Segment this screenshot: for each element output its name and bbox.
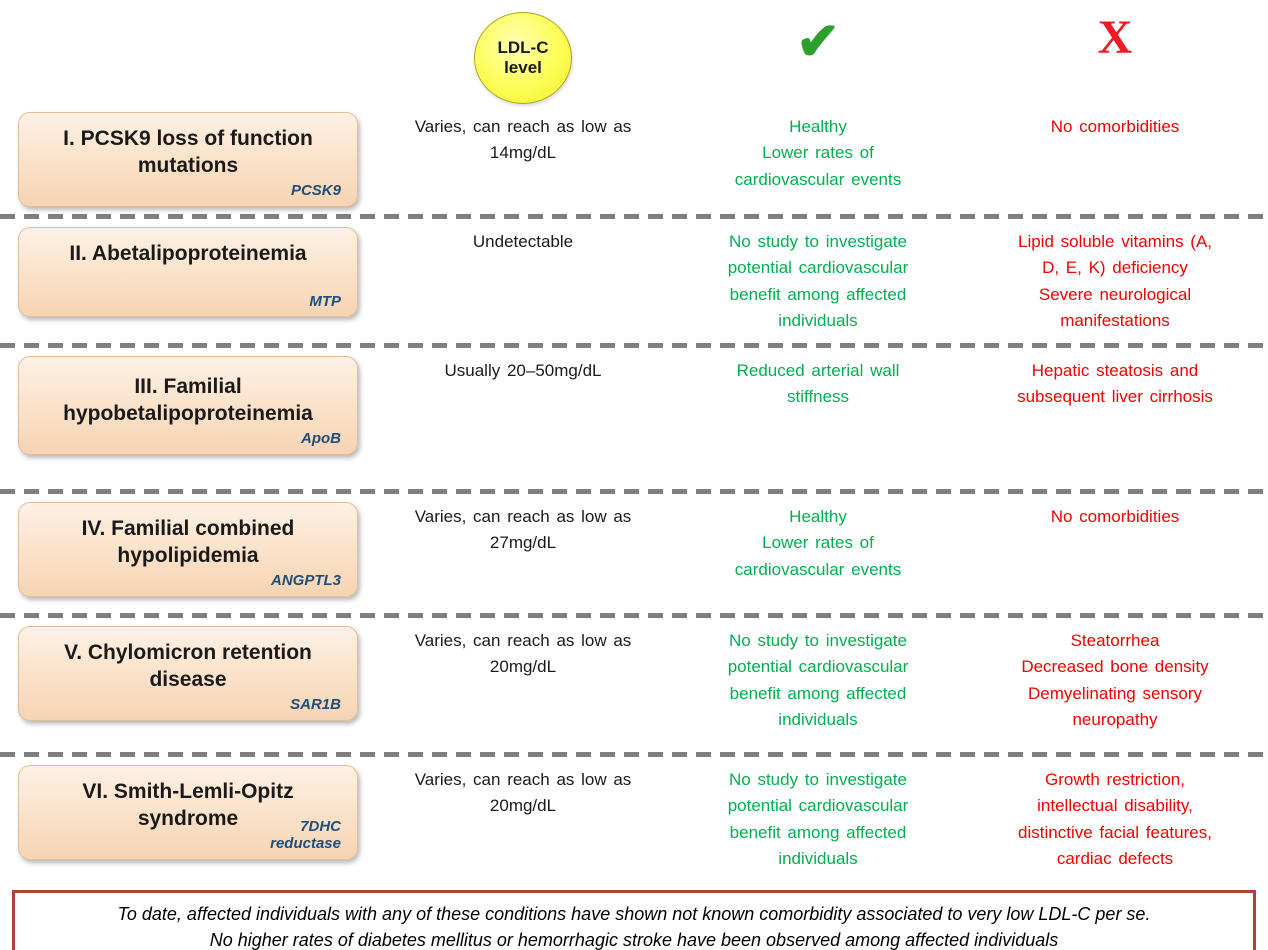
row-separator [0, 214, 1268, 219]
condition-title: V. Chylomicron retention disease [64, 641, 312, 692]
comorbidity-text: Growth restriction, intellectual disabil… [1018, 770, 1212, 869]
condition-box: II. Abetalipoproteinemia MTP [18, 227, 358, 317]
condition-box: VI. Smith-Lemli-Opitz syndrome 7DHC redu… [18, 765, 358, 860]
condition-box: I. PCSK9 loss of function mutations PCSK… [18, 112, 358, 207]
ldl-level-circle-label: LDL-C level [497, 37, 549, 77]
ldl-level-header-cell: LDL-C level [372, 0, 674, 104]
ldl-level-text: Varies, can reach as low as 20mg/dL [414, 631, 632, 677]
condition-row-6: VI. Smith-Lemli-Opitz syndrome 7DHC redu… [0, 757, 1268, 882]
gene-label: MTP [309, 292, 341, 310]
ldl-level-text: Undetectable [472, 232, 574, 251]
ldl-level-text: Varies, can reach as low as 20mg/dL [414, 770, 632, 816]
condition-box: IV. Familial combined hypolipidemia ANGP… [18, 502, 358, 597]
condition-box: III. Familial hypobetalipoproteinemia Ap… [18, 356, 358, 455]
comorbidity-text: Steatorrhea Decreased bone density Demye… [1021, 631, 1209, 730]
benefit-text: No study to investigate potential cardio… [727, 232, 909, 331]
condition-row-5: V. Chylomicron retention disease SAR1B V… [0, 618, 1268, 752]
header-row: LDL-C level ✔ X [0, 0, 1268, 104]
cross-icon: X [1097, 11, 1133, 64]
gene-label: ANGPTL3 [270, 572, 341, 590]
comorbidity-text: Lipid soluble vitamins (A, D, E, K) defi… [1017, 232, 1213, 331]
ldl-level-text: Usually 20–50mg/dL [444, 361, 602, 380]
ldl-level-circle: LDL-C level [474, 12, 572, 104]
benefit-text: Reduced arterial wall stiffness [736, 361, 900, 407]
ldl-level-text: Varies, can reach as low as 14mg/dL [414, 117, 632, 163]
row-separator [0, 489, 1268, 494]
condition-row-1: I. PCSK9 loss of function mutations PCSK… [0, 104, 1268, 214]
check-icon: ✔ [796, 13, 840, 71]
condition-title: VI. Smith-Lemli-Opitz syndrome [82, 780, 294, 831]
gene-label: PCSK9 [290, 182, 341, 200]
row-separator [0, 752, 1268, 757]
row-separator [0, 613, 1268, 618]
row-separator [0, 343, 1268, 348]
condition-title: II. Abetalipoproteinemia [69, 242, 307, 265]
condition-box: V. Chylomicron retention disease SAR1B [18, 626, 358, 721]
gene-label: ApoB [301, 430, 341, 448]
benefit-text: Healthy Lower rates of cardiovascular ev… [734, 507, 902, 579]
comorbidity-text: No comorbidities [1050, 117, 1180, 136]
condition-title: I. PCSK9 loss of function mutations [63, 127, 313, 178]
footer-note: To date, affected individuals with any o… [12, 890, 1256, 950]
benefit-text: No study to investigate potential cardio… [727, 631, 909, 730]
gene-label: 7DHC reductase [270, 818, 341, 853]
comorbidity-text: Hepatic steatosis and subsequent liver c… [1017, 361, 1213, 407]
benefit-text: No study to investigate potential cardio… [727, 770, 909, 869]
condition-row-4: IV. Familial combined hypolipidemia ANGP… [0, 494, 1268, 613]
comorbidity-text: No comorbidities [1050, 507, 1180, 526]
benefit-text: Healthy Lower rates of cardiovascular ev… [734, 117, 902, 189]
condition-row-3: III. Familial hypobetalipoproteinemia Ap… [0, 348, 1268, 489]
condition-row-2: II. Abetalipoproteinemia MTP Undetectabl… [0, 219, 1268, 343]
ldl-level-text: Varies, can reach as low as 27mg/dL [414, 507, 632, 553]
condition-title: IV. Familial combined hypolipidemia [81, 517, 295, 568]
gene-label: SAR1B [290, 696, 341, 714]
condition-title: III. Familial hypobetalipoproteinemia [63, 375, 313, 426]
